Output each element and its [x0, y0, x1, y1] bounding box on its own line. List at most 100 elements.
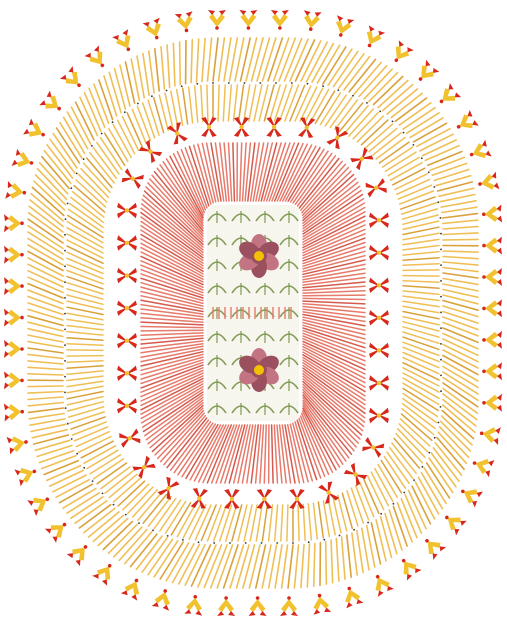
scallop-knot [256, 596, 260, 600]
scallop-knot [247, 26, 251, 30]
chain-dot [64, 360, 66, 362]
fan-knot [262, 497, 266, 501]
scallop-knot [482, 307, 486, 311]
fan-knot [125, 241, 129, 245]
chain-dot [92, 480, 94, 482]
fan-knot [125, 306, 129, 310]
chain-dot [71, 438, 73, 440]
chain-dot [323, 539, 325, 541]
chain-dot [403, 492, 405, 494]
scallop-knot [20, 379, 24, 383]
chain-dot [440, 249, 442, 251]
chain-dot [196, 83, 198, 85]
chain-dot [366, 102, 368, 104]
chain-dot [440, 233, 442, 235]
chain-dot [440, 406, 442, 408]
fan-knot [377, 283, 381, 287]
chain-dot [244, 82, 246, 84]
chain-dot [440, 390, 442, 392]
chain-dot [138, 522, 140, 524]
fan-knot [377, 348, 381, 352]
chain-dot [91, 145, 93, 147]
chain-dot [83, 158, 85, 160]
chain-dot [322, 85, 324, 87]
chain-dot [275, 82, 277, 84]
scallop-knot [482, 244, 486, 248]
fan-knot [125, 339, 129, 343]
outer-stitch [326, 541, 327, 584]
chain-dot [421, 157, 423, 159]
chain-dot [422, 466, 424, 468]
chain-dot [440, 217, 442, 219]
chain-dot [76, 453, 78, 455]
chain-dot [228, 82, 230, 84]
outer-stitch [443, 239, 478, 240]
chain-dot [403, 132, 405, 134]
chain-dot [428, 171, 430, 173]
chain-dot [64, 376, 66, 378]
chain-dot [353, 529, 355, 531]
chain-dot [65, 407, 67, 409]
chain-dot [67, 203, 69, 205]
chain-dot [112, 121, 114, 123]
chain-dot [379, 111, 381, 113]
fan-knot [125, 273, 129, 277]
chain-dot [440, 312, 442, 314]
chain-dot [440, 264, 442, 266]
chain-dot [437, 201, 439, 203]
chain-dot [64, 281, 66, 283]
chain-dot [212, 82, 214, 84]
fan-knot [125, 371, 129, 375]
fan-knot [377, 413, 381, 417]
fan-knot [125, 404, 129, 408]
chain-dot [64, 297, 66, 299]
fan-knot [377, 251, 381, 255]
chain-dot [440, 375, 442, 377]
chain-dot [213, 542, 215, 544]
scallop-knot [482, 370, 486, 374]
chain-dot [440, 327, 442, 329]
chain-dot [64, 313, 66, 315]
center-panel [207, 205, 299, 421]
chain-dot [291, 82, 293, 84]
inner-stitch [141, 330, 203, 331]
chain-dot [413, 479, 415, 481]
chain-dot [125, 514, 127, 516]
outer-stitch [403, 270, 439, 271]
scallop-knot [482, 275, 486, 279]
chain-dot [440, 359, 442, 361]
chain-dot [352, 95, 354, 97]
outer-stitch [403, 276, 439, 277]
chain-dot [64, 265, 66, 267]
outer-stitch [287, 505, 288, 541]
fan-knot [295, 497, 299, 501]
chain-dot [181, 85, 183, 87]
scallop-knot [20, 347, 24, 351]
chain-dot [428, 452, 430, 454]
chain-dot [137, 103, 139, 105]
chain-dot [440, 343, 442, 345]
chain-dot [276, 542, 278, 544]
flower-center [254, 365, 264, 375]
chain-dot [64, 329, 66, 331]
chain-dot [440, 280, 442, 282]
fan-knot [207, 125, 211, 129]
outer-stitch [218, 85, 219, 121]
fan-knot [272, 125, 276, 129]
chain-dot [64, 234, 66, 236]
chain-dot [393, 503, 395, 505]
scallop-knot [215, 26, 219, 30]
chain-dot [440, 296, 442, 298]
chain-dot [245, 542, 247, 544]
chain-dot [151, 95, 153, 97]
scallop-knot [20, 221, 24, 225]
chain-dot [65, 218, 67, 220]
fan-knot [377, 381, 381, 385]
scallop-knot [20, 284, 24, 288]
scallop-knot [287, 596, 291, 600]
fan-knot [377, 316, 381, 320]
chain-dot [229, 542, 231, 544]
outer-stitch [180, 42, 181, 85]
scallop-knot [224, 596, 228, 600]
